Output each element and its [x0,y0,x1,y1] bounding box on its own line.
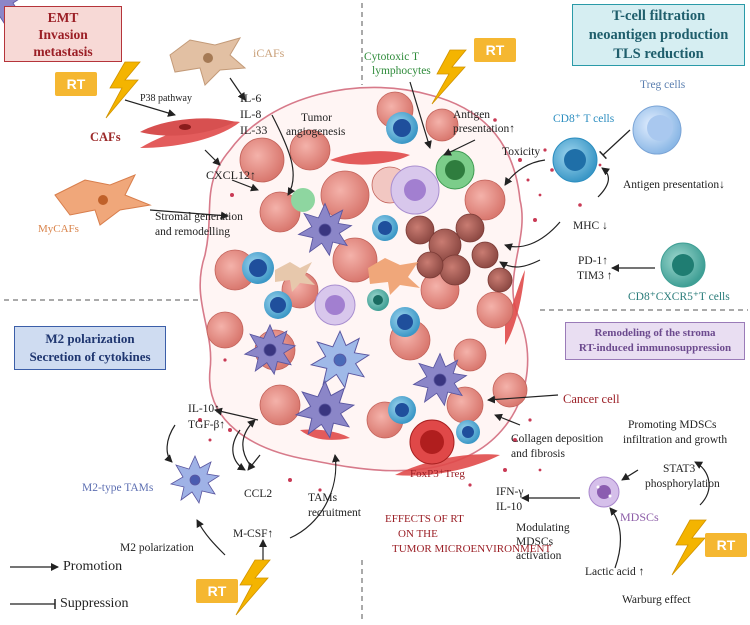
stroma-heading-line-2: RT-induced immunosuppression [578,342,732,354]
antigen-pres-up-line-1: Antigen [453,109,491,121]
dying-cancer-cells [405,213,513,293]
stroma-heading-box: Remodeling of the stroma RT-induced immu… [565,322,745,360]
promoting-mdsc-line-1: Promoting MDSCs [628,419,717,431]
m2-heading-box: M2 polarization Secretion of cytokines [14,326,166,370]
cxcl12-label: CXCL12↑ [206,168,257,182]
mdsc-cell [588,476,620,508]
p38-label: P38 pathway [140,93,192,104]
cd8cxcr5-label: CD8⁺CXCR5⁺T cells [628,291,730,303]
lactic-label: Lactic acid ↑ [585,566,645,578]
right-side-t-cells [552,105,706,288]
tcell-heading-line-3: TLS reduction [613,46,704,62]
tim3-label: TIM3 ↑ [577,270,613,282]
emt-heading-line-3: metastasis [33,44,93,59]
cancer-cell-label: Cancer cell [563,392,620,406]
cancer-cells [206,91,528,439]
rt-badge-top-center: RT [474,38,516,62]
emt-heading-line-1: EMT [47,10,79,25]
tams-recruit-line-2: recruitment [308,507,362,519]
quadrant-dividers [4,3,748,622]
promoting-mdsc-line-2: infiltration and growth [623,434,728,446]
promotion-arrows [124,77,710,569]
fibroblasts [54,37,420,295]
il33-label: IL-33 [240,123,268,137]
title-line-2: ON THE [398,528,438,540]
collagen-line-1: Collagen deposition [511,433,604,445]
m2pol-label: M2 polarization [120,542,194,554]
stat3-line-2: phosphorylation [645,478,720,490]
toxicity-label: Toxicity [502,146,541,158]
foxp3-label: FoxP3⁺Treg [410,468,465,480]
stroma-heading-line-1: Remodeling of the stroma [594,327,716,339]
antigen-pres-up-line-2: presentation↑ [453,123,515,135]
ctl-line-1: Cytotoxic T [364,51,420,63]
legend-suppression: Suppression [60,596,129,611]
ccl2-label: CCL2 [244,488,273,500]
cytotoxic-t-cell [291,150,475,212]
rt-badge-top-left: RT [55,72,97,96]
purple-cells [314,165,440,326]
stat3-line-1: STAT3 [663,463,696,475]
modulating-line-1: Modulating [516,522,570,534]
icafs-label: iCAFs [253,46,285,60]
macrophage-instances [170,203,467,504]
m2-heading-line-1: M2 polarization [45,331,135,346]
m2-heading-line-2: Secretion of cytokines [29,349,151,364]
emt-heading-line-2: Invasion [38,27,88,42]
tams-recruit-line-1: TAMs [308,492,338,504]
mycafs-label: MyCAFs [38,223,79,235]
tgfb-label: TGF-β↑ [188,419,226,431]
modulating-line-2: MDSCs [516,536,554,548]
mcsf-label: M-CSF↑ [233,528,274,540]
collagen-line-2: and fibrosis [511,448,565,460]
legend-lines [10,563,59,609]
m2tams-label: M2-type TAMs [82,482,154,494]
tumor-angio-line-1: Tumor [301,112,332,124]
rt-badge-bottom-left: RT [196,579,238,603]
suppression-arrows [599,129,631,160]
mhc-label: MHC ↓ [573,220,608,232]
pd1-label: PD-1↑ [578,255,609,267]
il8-label: IL-8 [240,107,262,121]
tumor-angio-line-2: angiogenesis [286,126,346,138]
t-cells [242,112,480,444]
ccl2-arrows [232,419,256,471]
warburg-label: Warburg effect [622,594,691,606]
stromal-line-2: and remodelling [155,226,231,238]
ctl-line-2: lymphocytes [372,65,431,77]
ifn-label: IFN-γ [496,486,524,498]
foxp3-treg-cell [409,419,455,465]
antigen-pres-down-label: Antigen presentation↓ [623,179,725,191]
radiation-bolts [105,49,707,616]
rt-badge-bottom-right: RT [705,533,747,557]
tcell-heading-line-2: neoantigen production [588,27,729,43]
il10-br-label: IL-10 [496,501,523,513]
stromal-line-1: Stromal generation [155,211,243,223]
modulating-line-3: activation [516,550,562,562]
title-line-3: TUMOR MICROENVIRONMENT [392,543,552,555]
tcell-heading-line-1: T-cell filtration [611,8,706,24]
cafs-label: CAFs [90,130,121,144]
legend-promotion: Promotion [63,559,123,574]
treg-label: Treg cells [640,79,686,91]
il10-bl-label: IL-10↑ [188,403,220,415]
emt-heading-box: EMT Invasion metastasis [4,6,122,62]
tcell-heading-box: T-cell filtration neoantigen production … [572,4,745,66]
cd8-label: CD8⁺ T cells [553,113,615,125]
mdscs-label: MDSCs [620,510,659,524]
title-line-1: EFFECTS OF RT [385,513,464,525]
il6-label: IL-6 [240,91,262,105]
